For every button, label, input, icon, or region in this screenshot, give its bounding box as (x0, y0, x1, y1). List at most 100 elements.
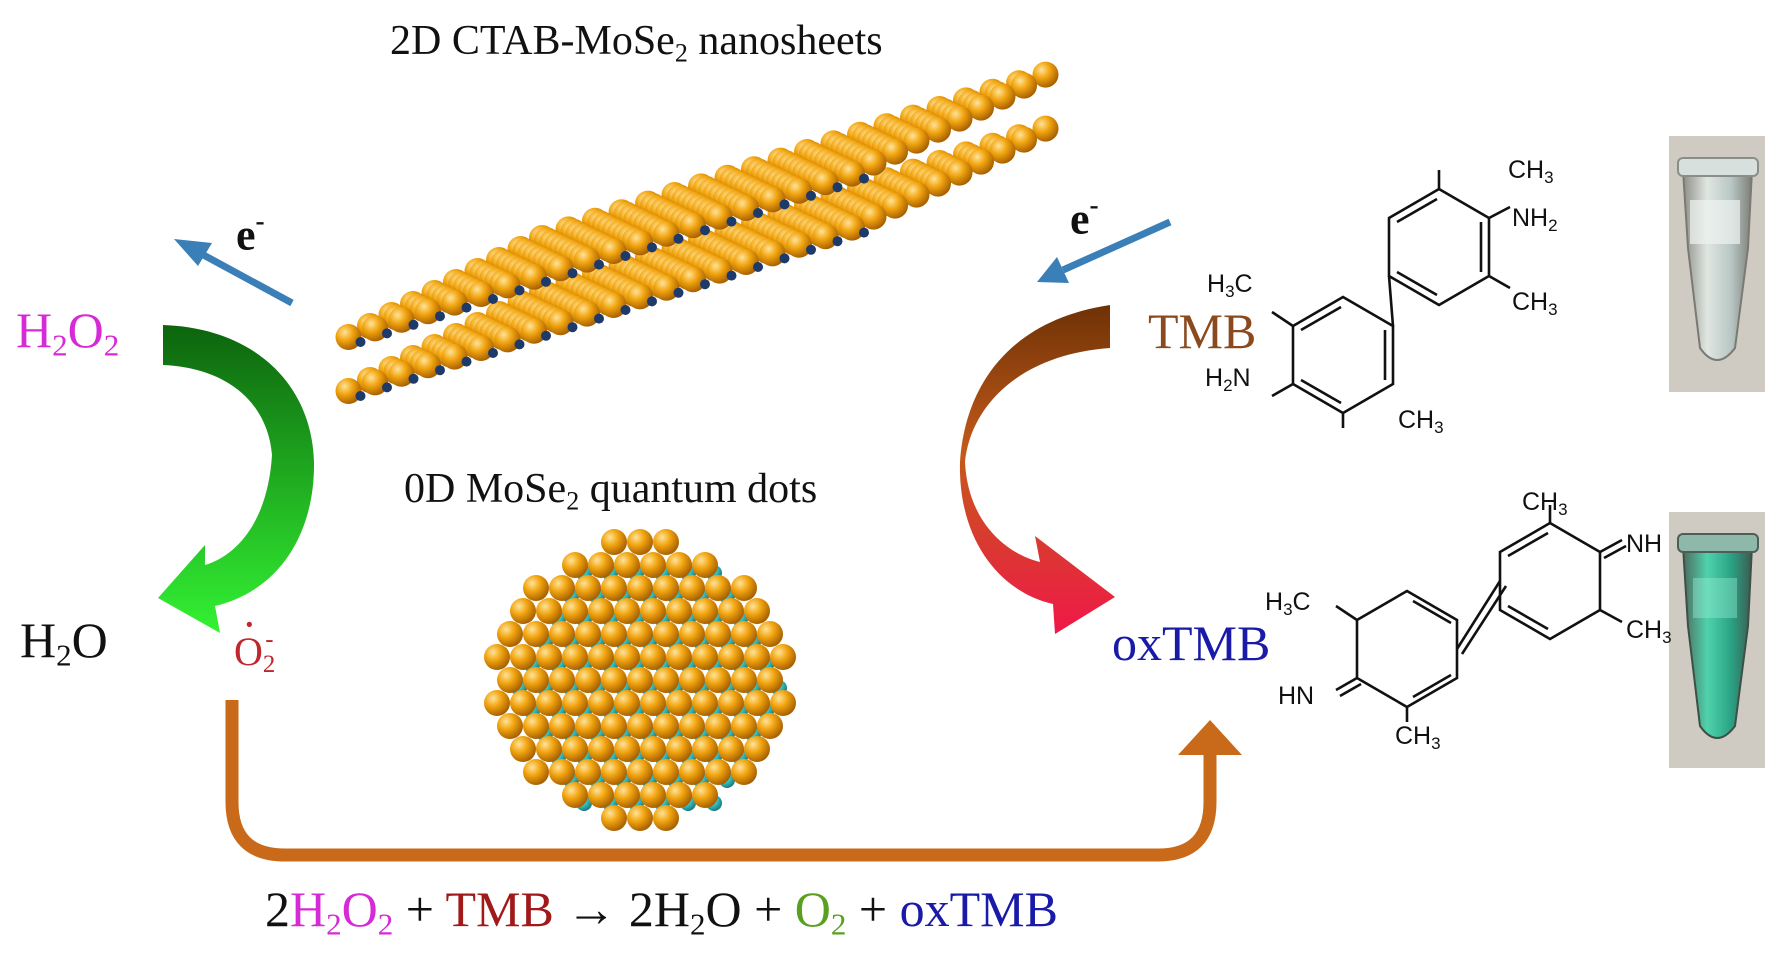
atom-sphere (614, 736, 640, 762)
atom-sphere (653, 667, 679, 693)
selenium-site (408, 319, 419, 330)
atom-sphere (744, 644, 770, 670)
selenium-site (806, 190, 816, 201)
atom-sphere (536, 736, 562, 762)
atom-sphere (744, 736, 770, 762)
atom-sphere (705, 575, 731, 601)
atom-sphere (388, 360, 415, 387)
selenium-site (859, 227, 869, 238)
atom-sphere (627, 667, 653, 693)
atom-sphere (588, 552, 614, 578)
atom-sphere (718, 644, 744, 670)
atom-sphere (549, 575, 575, 601)
atom-sphere (601, 621, 627, 647)
atom-sphere (706, 257, 733, 284)
selenium-site (541, 276, 551, 287)
atom-sphere (759, 240, 786, 267)
selenium-site (355, 391, 366, 401)
atom-sphere (757, 621, 783, 647)
atom-sphere (1011, 72, 1037, 99)
selenium-site (541, 330, 551, 341)
atom-sphere (946, 105, 973, 132)
atom-sphere (575, 575, 601, 601)
atom-sphere (653, 220, 680, 247)
atom-sphere (666, 598, 692, 624)
atom-sphere (786, 231, 812, 258)
atom-sphere (692, 782, 718, 808)
atom-sphere (653, 759, 679, 785)
atom-sphere (882, 192, 908, 219)
atom-sphere (1011, 126, 1037, 153)
atom-sphere (362, 315, 388, 342)
atom-sphere (627, 229, 653, 256)
atom-sphere (497, 713, 523, 739)
atom-sphere (562, 552, 588, 578)
atom-sphere (679, 759, 705, 785)
atom-sphere (441, 343, 468, 370)
atom-sphere (925, 116, 951, 143)
atom-sphere (627, 575, 653, 601)
atom-sphere (679, 667, 705, 693)
atom-sphere (562, 598, 588, 624)
atom-sphere (653, 529, 679, 555)
selenium-site (355, 337, 366, 347)
atom-sphere (839, 160, 865, 187)
atom-sphere (601, 805, 627, 831)
atom-sphere (718, 690, 744, 716)
atom-sphere (731, 713, 757, 739)
atom-sphere (521, 317, 547, 344)
atom-sphere (614, 644, 640, 670)
atom-sphere (523, 667, 549, 693)
atom-sphere (601, 575, 627, 601)
atom-sphere (388, 306, 415, 333)
selenium-site (832, 182, 843, 193)
tmb-h2n-left: H2N (1205, 364, 1251, 395)
atom-sphere (562, 782, 588, 808)
selenium-site (620, 305, 631, 315)
atom-sphere (705, 713, 731, 739)
oxtmb-h3c-left: H3C (1265, 588, 1311, 619)
selenium-site (514, 285, 525, 296)
atom-sphere (692, 552, 718, 578)
superoxide-path-arrow (225, 700, 1242, 862)
atom-sphere (812, 223, 839, 250)
atom-sphere (1032, 115, 1059, 142)
selenium-site (435, 311, 445, 322)
atom-sphere (521, 263, 547, 290)
atom-sphere (523, 713, 549, 739)
atom-sphere (468, 335, 494, 361)
atom-sphere (562, 736, 588, 762)
atom-sphere (731, 667, 757, 693)
atom-sphere (562, 690, 588, 716)
tmb-label: TMB (1148, 303, 1257, 359)
atom-sphere (757, 713, 783, 739)
reduction-curved-arrow (158, 325, 315, 633)
atom-sphere (627, 621, 653, 647)
atom-sphere (731, 621, 757, 647)
atom-sphere (731, 575, 757, 601)
tmb-nh2-right: NH2 (1512, 204, 1558, 235)
atom-sphere (601, 759, 627, 785)
atom-sphere (627, 529, 653, 555)
atom-sphere (640, 782, 666, 808)
atom-sphere (362, 369, 388, 396)
tmb-ch3-bottom: CH3 (1398, 406, 1444, 437)
selenium-site (488, 348, 498, 358)
atom-sphere (666, 690, 692, 716)
atom-sphere (562, 644, 588, 670)
atom-sphere (770, 644, 796, 670)
selenium-site (647, 296, 657, 307)
selenium-site (594, 259, 604, 270)
atom-sphere (666, 644, 692, 670)
electron-label-right: e- (1070, 190, 1099, 244)
atom-sphere (653, 805, 679, 831)
atom-sphere (989, 83, 1016, 110)
atom-sphere (549, 667, 575, 693)
oxtmb-structure (1335, 505, 1627, 722)
atom-sphere (882, 138, 908, 165)
atom-sphere (653, 274, 680, 301)
atom-sphere (679, 621, 705, 647)
selenium-site (753, 208, 763, 218)
atom-sphere (705, 759, 731, 785)
atom-sphere (640, 736, 666, 762)
